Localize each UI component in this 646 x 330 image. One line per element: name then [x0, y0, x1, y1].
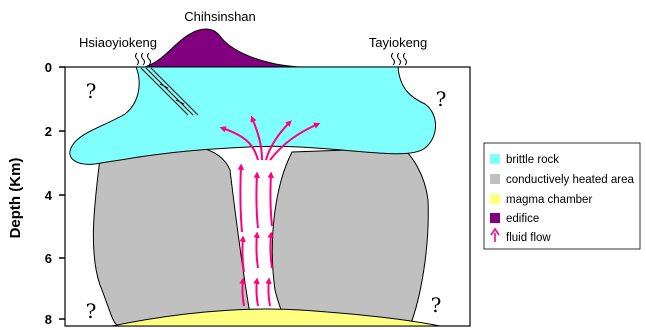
- edifice-shape: [145, 29, 298, 67]
- depth-axis-title: Depth (Km): [7, 158, 24, 239]
- axis-ticks: [59, 67, 65, 319]
- legend-swatch-heated-area: [490, 174, 500, 184]
- legend-swatch-edifice: [490, 213, 500, 223]
- heated-area-right: [272, 148, 428, 326]
- unknown-marker-bottom-right: ?: [431, 293, 442, 317]
- legend-label-fluid-flow: fluid flow: [506, 232, 551, 244]
- fumarole-right-icon: [392, 53, 407, 65]
- tick-label-6: 6: [45, 251, 52, 266]
- legend-swatch-brittle-rock: [490, 154, 500, 164]
- tayiokeng-label: Tayiokeng: [369, 35, 428, 50]
- legend-swatch-magma-chamber: [490, 194, 500, 204]
- unknown-marker-top-right: ?: [436, 87, 447, 111]
- tick-label-2: 2: [45, 124, 52, 139]
- legend-label-heated-area: conductively heated area: [506, 174, 634, 186]
- tick-label-8: 8: [45, 312, 52, 327]
- unknown-marker-top-left: ?: [86, 79, 97, 103]
- hsiaoyiokeng-label: Hsiaoyiokeng: [79, 35, 157, 50]
- legend-label-brittle-rock: brittle rock: [506, 154, 559, 166]
- tick-label-0: 0: [45, 60, 52, 75]
- tick-label-4: 4: [45, 188, 53, 203]
- legend-label-edifice: edifice: [506, 213, 539, 225]
- chihsinshan-label: Chihsinshan: [184, 9, 256, 24]
- fumarole-left-icon: [136, 53, 151, 65]
- legend-label-magma-chamber: magma chamber: [506, 194, 592, 206]
- unknown-marker-bottom-left: ?: [86, 299, 97, 323]
- legend: brittle rock conductively heated area ma…: [484, 143, 640, 249]
- heated-area-left: [93, 148, 252, 326]
